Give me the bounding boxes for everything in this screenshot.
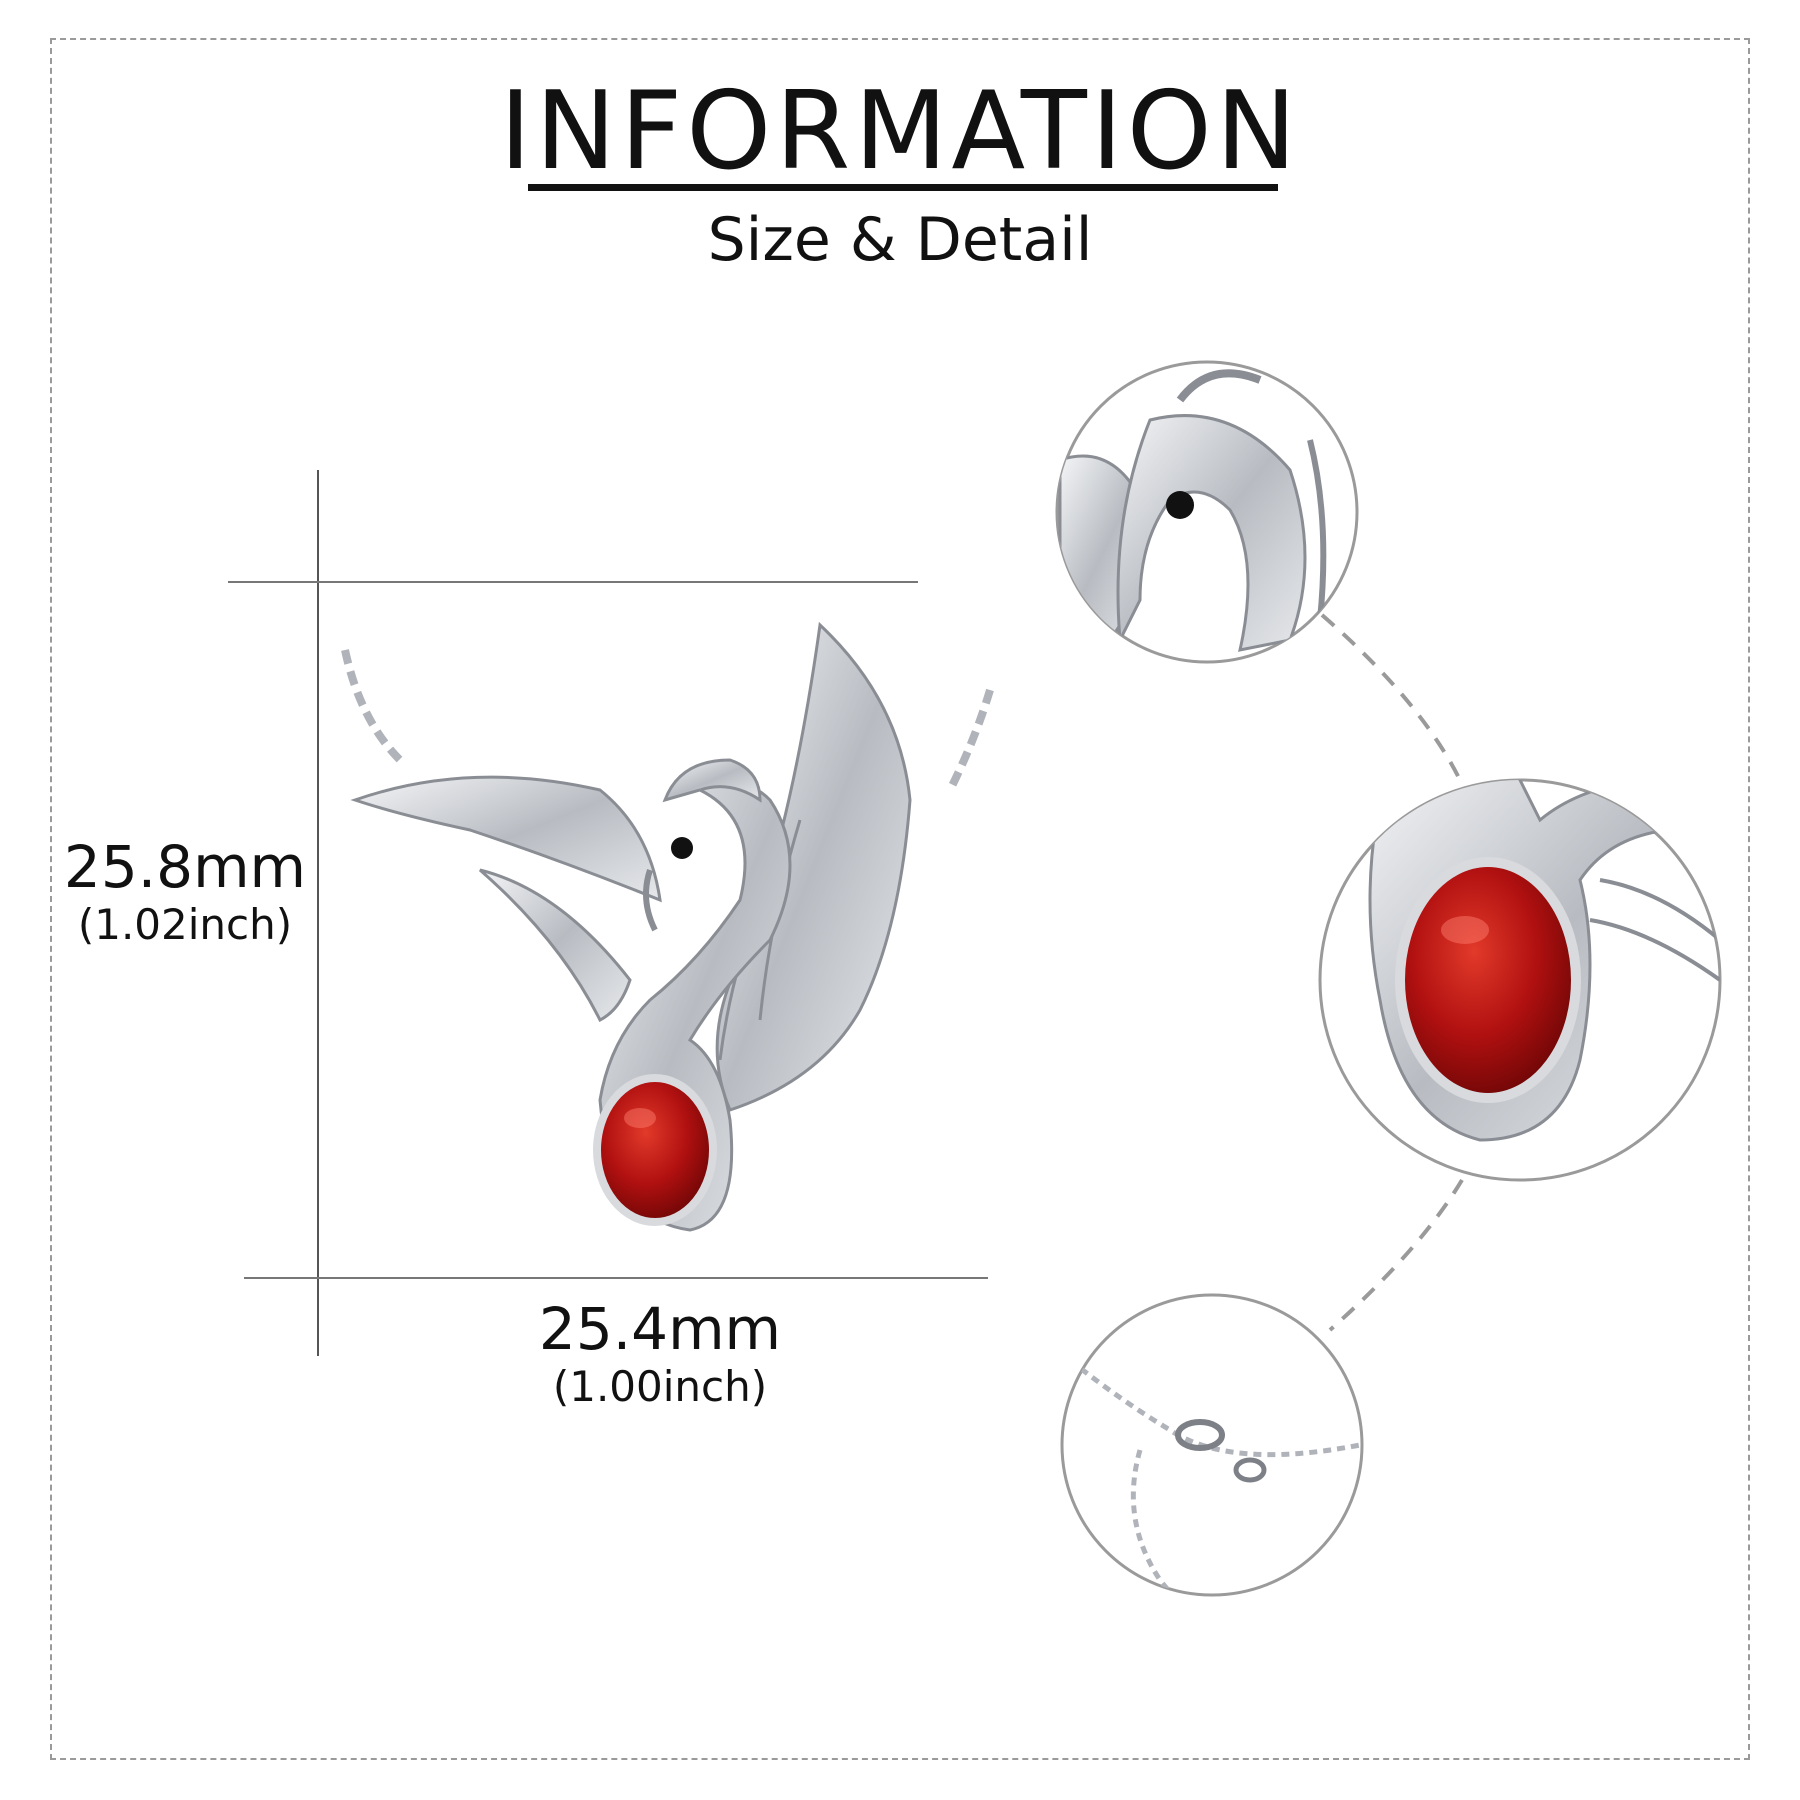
height-dimension-label: 25.8mm (1.02inch) xyxy=(60,838,310,946)
width-inch: (1.00inch) xyxy=(552,1362,768,1411)
detail-clasp-chain-icon xyxy=(1060,1293,1364,1597)
height-inch: (1.02inch) xyxy=(77,900,293,949)
width-dimension-label: 25.4mm (1.00inch) xyxy=(510,1300,810,1408)
dimension-guides xyxy=(228,470,988,1356)
title-underline xyxy=(528,184,1278,191)
detail-swan-head-icon xyxy=(1055,360,1359,664)
page-title: INFORMATION xyxy=(499,69,1301,194)
width-mm: 25.4mm xyxy=(538,1295,782,1363)
dashed-frame xyxy=(50,38,1750,1760)
connector-lines xyxy=(1320,613,1464,1332)
height-mm: 25.8mm xyxy=(63,833,307,901)
page-subtitle: Size & Detail xyxy=(707,205,1093,275)
swan-pendant-icon xyxy=(341,621,994,1232)
detail-red-stone-icon xyxy=(1318,778,1722,1182)
